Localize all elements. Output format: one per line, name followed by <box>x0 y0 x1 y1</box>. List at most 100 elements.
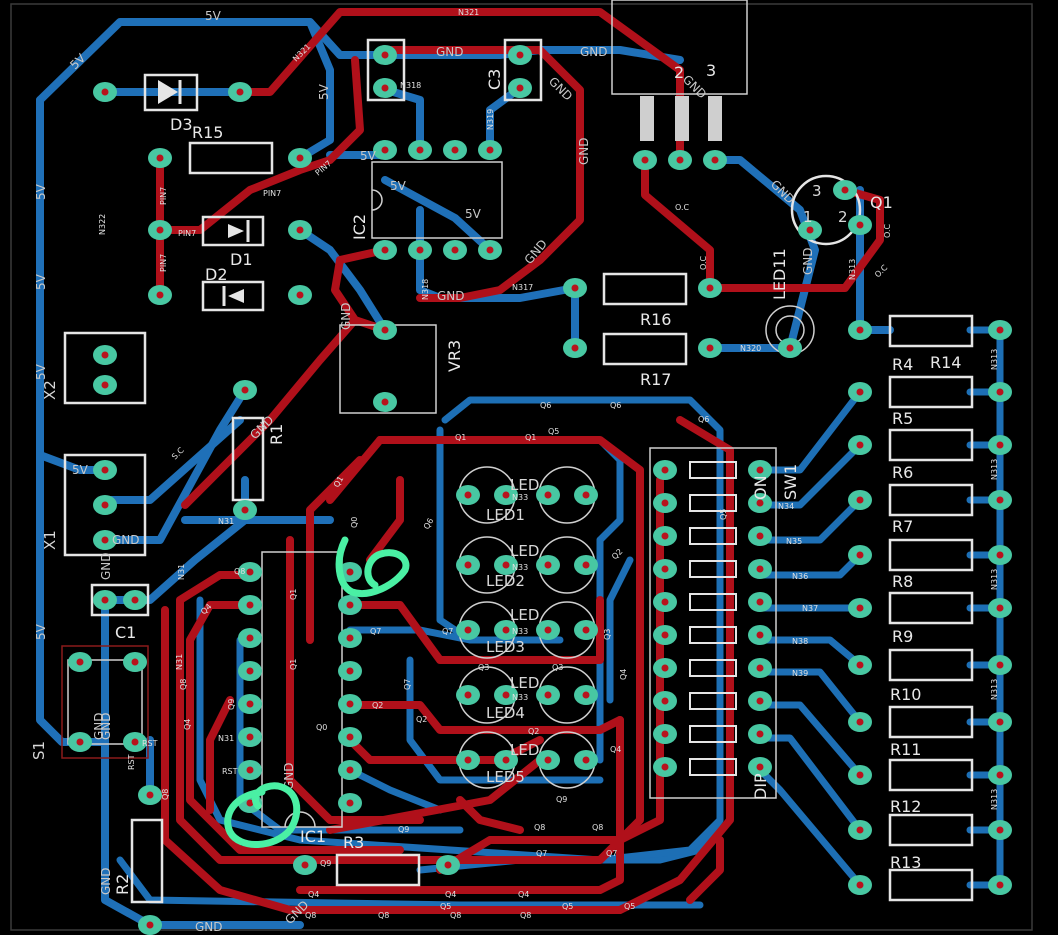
label-d3: D3 <box>170 115 193 134</box>
drill-hole <box>856 221 864 229</box>
label-led2: LED2 <box>486 572 525 590</box>
r17-body <box>602 332 688 366</box>
drill-hole <box>806 226 814 234</box>
net-n33-1: N33 <box>512 493 528 502</box>
net-n33-2: N33 <box>512 563 528 572</box>
drill-hole <box>381 51 389 59</box>
net-oc-c: O.C <box>883 223 892 238</box>
drill-hole <box>996 496 1004 504</box>
trace-n319 <box>486 84 524 154</box>
trace-n310 <box>756 701 864 779</box>
net-5v-ic2: 5V <box>360 149 377 163</box>
sw1-switch-cell <box>689 527 737 545</box>
label-q1-pin1: 1 <box>803 208 813 226</box>
net-n322: N322 <box>98 214 107 235</box>
drill-hole <box>996 441 1004 449</box>
net-n36: N36 <box>792 572 808 581</box>
label-sw-dip: DIP <box>751 773 770 800</box>
sw1-switch-cell <box>689 659 737 677</box>
label-led4: LED4 <box>486 704 525 722</box>
sw1-switch-cell <box>689 725 737 743</box>
trace-gnd-bottom <box>101 596 304 929</box>
trace-q4-loop <box>186 601 404 854</box>
net-n37: N37 <box>802 604 818 613</box>
label-r5: R5 <box>892 409 913 428</box>
net-q7-d: Q7 <box>606 849 617 858</box>
label-sw-on: ON <box>751 475 770 500</box>
drill-hole <box>346 601 354 609</box>
drill-hole <box>756 466 764 474</box>
net-n31-b: N31 <box>175 654 184 670</box>
trace-5v-ic2-diag <box>381 176 494 254</box>
label-r14: R14 <box>930 353 961 372</box>
trace-q9-bottom <box>456 796 524 834</box>
net-q9-d: Q9 <box>320 859 331 868</box>
drill-hole <box>381 326 389 334</box>
ic2-body <box>371 161 503 239</box>
pads-layer <box>68 45 1012 935</box>
drill-hole <box>464 691 472 699</box>
drill-hole <box>661 664 669 672</box>
drill-hole <box>856 661 864 669</box>
trace-q9-b <box>346 766 444 814</box>
trace-q9-red <box>326 756 544 834</box>
trace-n32 <box>756 388 864 474</box>
label-q1-pin2: 2 <box>838 208 848 226</box>
drill-hole <box>856 604 864 612</box>
drill-hole <box>756 664 764 672</box>
label-r15: R15 <box>192 123 223 142</box>
drill-hole <box>756 499 764 507</box>
drill-hole <box>486 146 494 154</box>
d1-body <box>201 215 265 247</box>
drill-hole <box>346 700 354 708</box>
label-x1: X1 <box>41 530 59 550</box>
net-gnd-1: GND <box>436 45 464 59</box>
drill-hole <box>464 491 472 499</box>
c3-body <box>503 38 543 102</box>
sw1-switch-cell <box>689 494 737 512</box>
drill-hole <box>444 861 452 869</box>
drill-hole <box>451 146 459 154</box>
drill-hole <box>856 771 864 779</box>
net-n33-3: N33 <box>512 627 528 636</box>
drill-hole <box>544 756 552 764</box>
label-r4: R4 <box>892 355 913 374</box>
drill-hole <box>101 596 109 604</box>
drill-hole <box>464 561 472 569</box>
drill-hole <box>582 491 590 499</box>
net-n31: N31 <box>177 564 186 580</box>
drill-hole <box>381 246 389 254</box>
net-n38: N38 <box>792 637 808 646</box>
trace-sc <box>101 416 244 504</box>
label-d1: D1 <box>230 250 253 269</box>
net-q8-g: Q8 <box>520 911 531 920</box>
drill-hole <box>346 733 354 741</box>
net-q8-f: Q8 <box>450 911 461 920</box>
trace-q8-b <box>236 636 464 834</box>
net-rst: RST <box>142 739 158 748</box>
x2-body <box>63 331 147 405</box>
drill-hole <box>856 826 864 834</box>
drill-hole <box>996 718 1004 726</box>
drill-hole <box>101 536 109 544</box>
net-q8-e: Q8 <box>378 911 389 920</box>
trace-gnd-vr3 <box>331 246 389 334</box>
net-q8-c: Q8 <box>161 789 170 800</box>
trace-q7-loop <box>196 596 724 864</box>
net-gnd-12: GND <box>195 920 223 934</box>
label-r7: R7 <box>892 517 913 536</box>
drill-hole <box>101 88 109 96</box>
label-c3: C3 <box>485 69 504 90</box>
trace-n39 <box>756 668 864 726</box>
drill-hole <box>246 766 254 774</box>
trace-q7-led <box>346 626 564 644</box>
annotation-circle-mark <box>224 782 301 848</box>
drill-hole <box>711 156 719 164</box>
trace-gnd-x1 <box>101 386 249 544</box>
label-r6: R6 <box>892 463 913 482</box>
r16-body <box>602 272 688 306</box>
net-gnd-2: GND <box>580 45 608 59</box>
drill-hole <box>502 756 510 764</box>
net-q3-a: Q3 <box>478 663 489 672</box>
drill-hole <box>756 565 764 573</box>
